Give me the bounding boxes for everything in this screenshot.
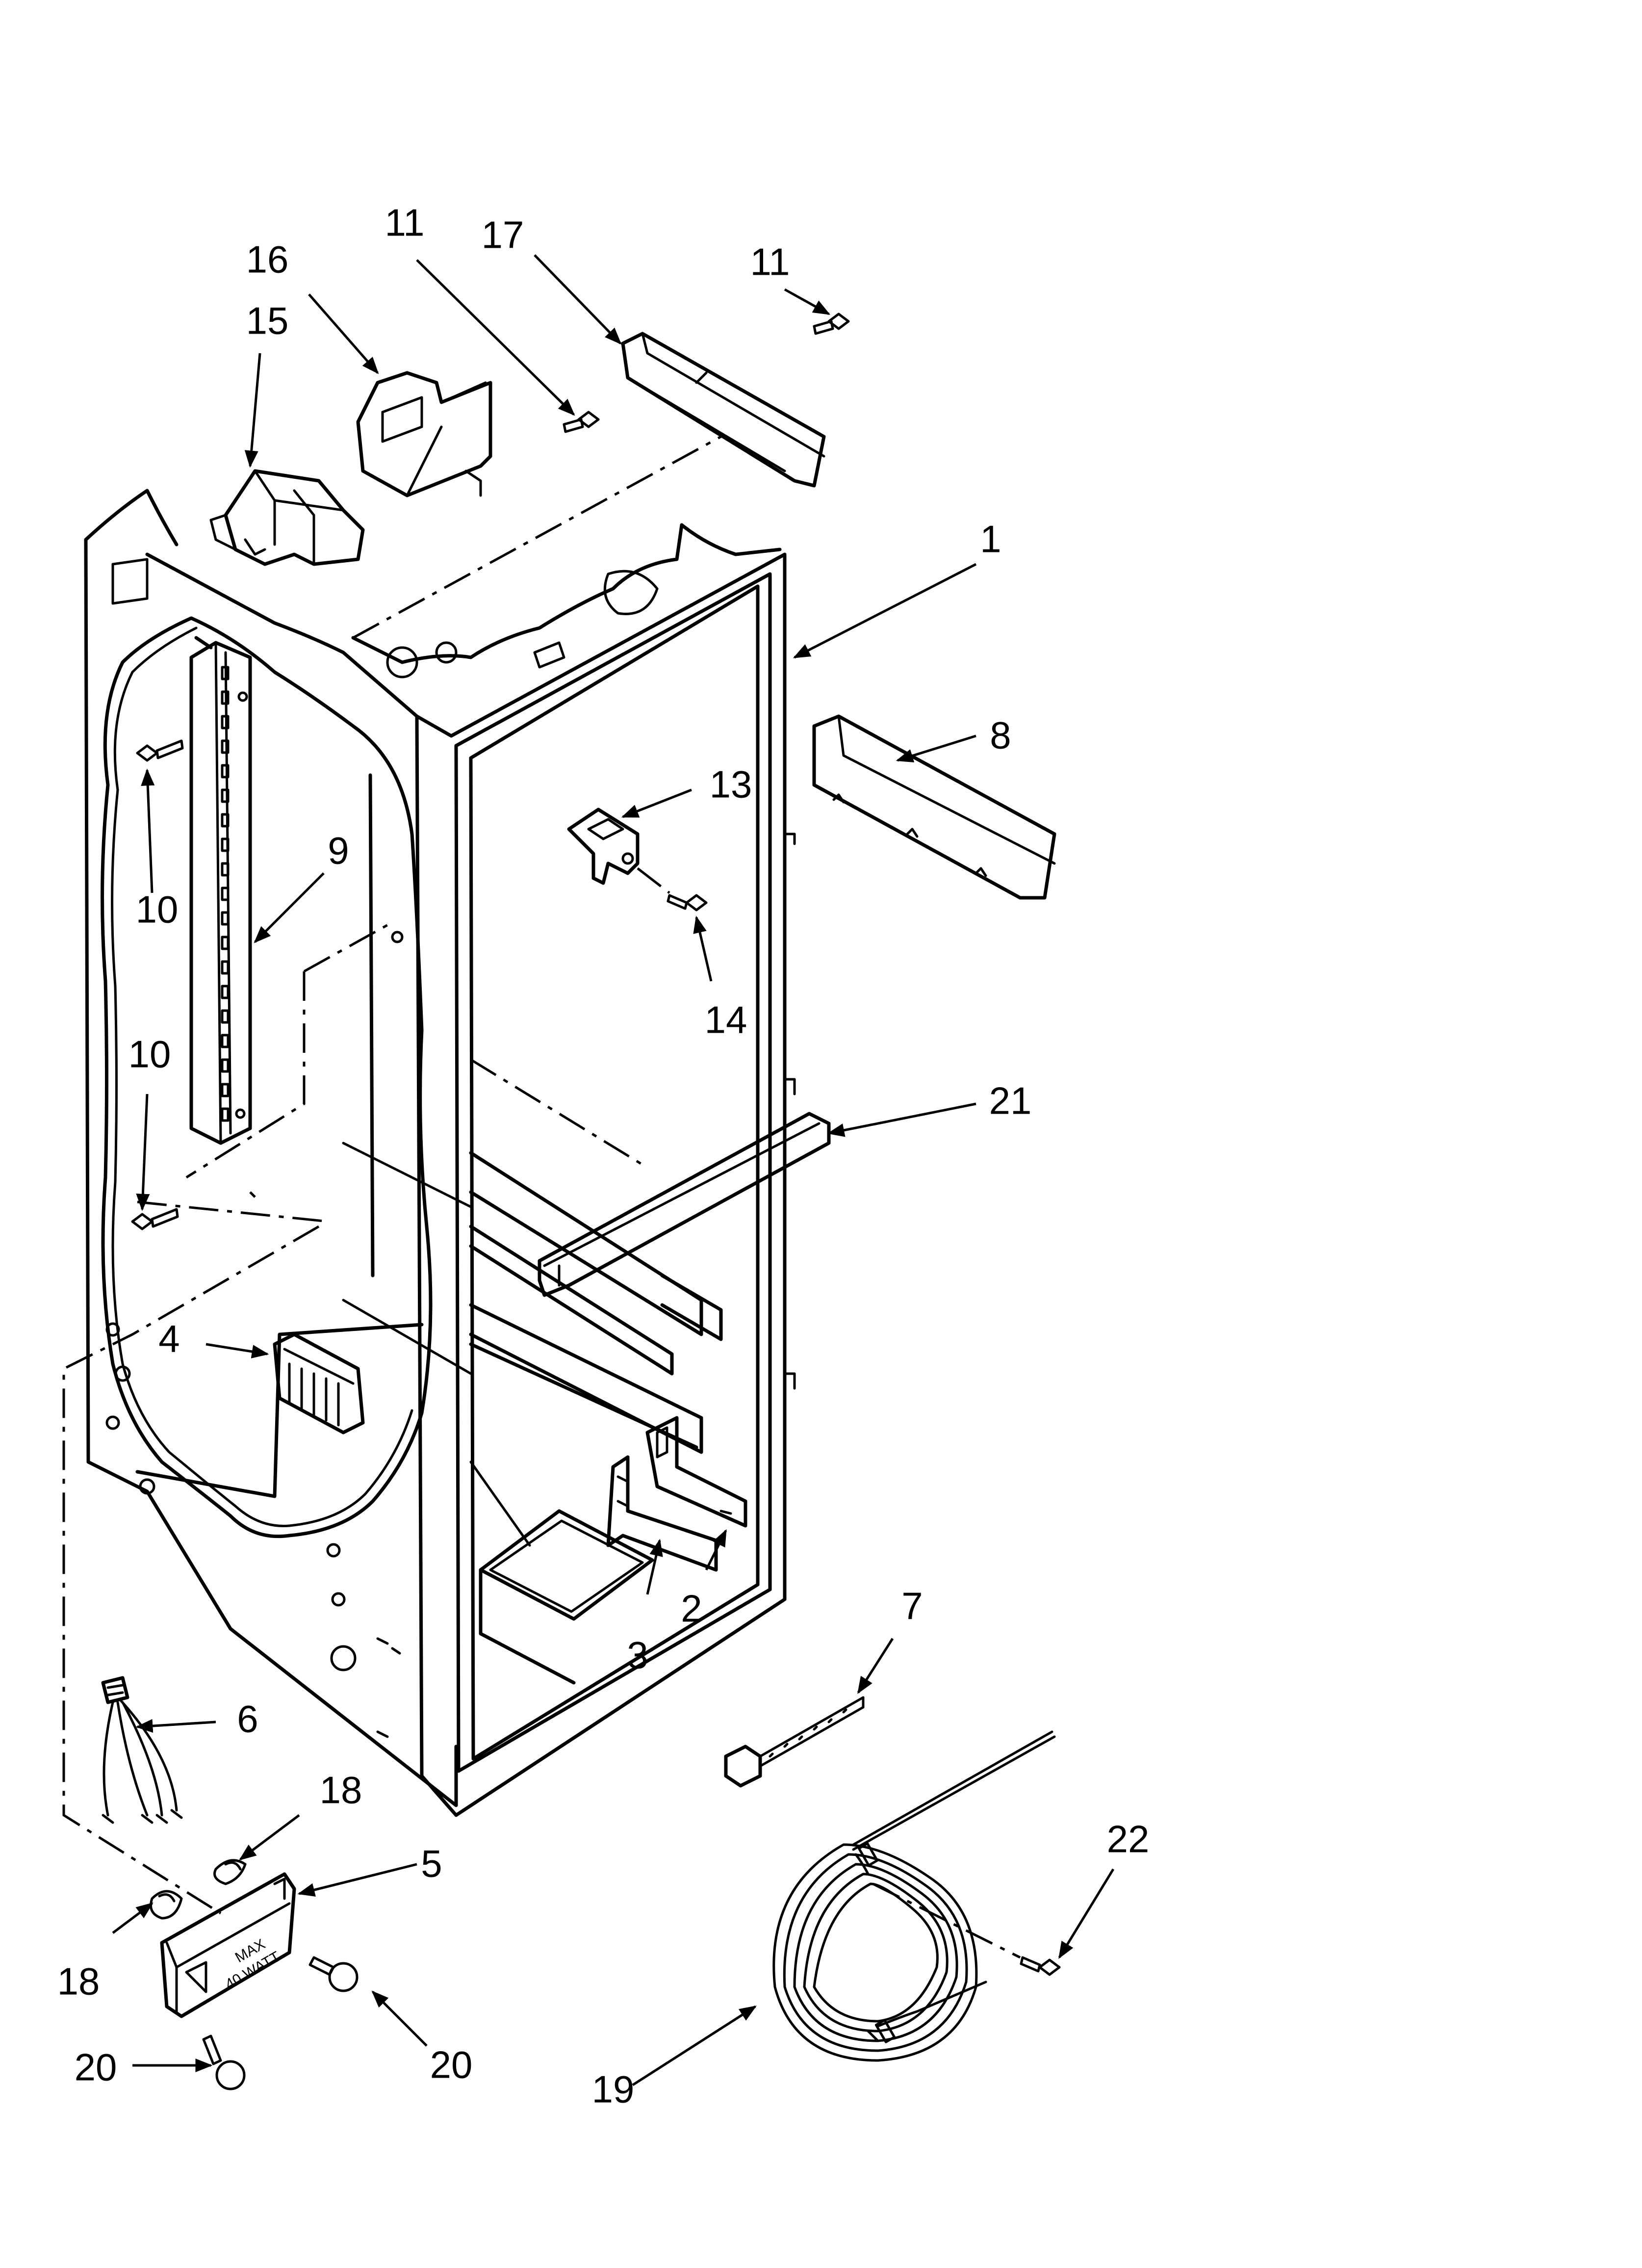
callout-10-lower: 10 xyxy=(128,1033,171,1076)
channel-part-8 xyxy=(812,714,1056,900)
callout-14: 14 xyxy=(705,998,747,1042)
cabinet-liner xyxy=(62,435,796,1915)
callout-21: 21 xyxy=(989,1079,1032,1122)
callout-11-left: 11 xyxy=(385,201,425,244)
callout-labels: 1 2 3 4 5 6 7 8 9 10 10 11 11 13 14 15 1… xyxy=(57,201,1150,2111)
screw-part-11-left xyxy=(563,411,600,433)
tubing-coil-part-19 xyxy=(772,1730,1056,2062)
bracket-part-2 xyxy=(645,1416,747,1528)
callout-5: 5 xyxy=(421,1842,442,1885)
callout-10-upper: 10 xyxy=(136,888,179,931)
callout-7: 7 xyxy=(901,1585,923,1628)
callout-19: 19 xyxy=(592,2068,635,2111)
crossbar-part-21 xyxy=(538,1112,831,1297)
screw-part-22 xyxy=(872,1882,1061,1976)
callout-1: 1 xyxy=(980,518,1001,561)
callout-22: 22 xyxy=(1107,1818,1150,1861)
callout-3: 3 xyxy=(627,1634,648,1677)
push-pin-part-20-right xyxy=(308,1956,359,1992)
bracket-part-3 xyxy=(606,1455,718,1572)
control-housing-part-15 xyxy=(209,469,365,566)
bracket-part-16 xyxy=(356,371,492,497)
top-channel-part-17 xyxy=(621,332,826,488)
callout-13: 13 xyxy=(710,763,752,806)
light-housing-part-5: MAX 40 WATT xyxy=(160,1872,296,2018)
screw-part-10-lower xyxy=(131,1208,179,1230)
vent-grille-part-4 xyxy=(273,1332,365,1434)
callout-18-upper: 18 xyxy=(320,1769,362,1812)
callout-15: 15 xyxy=(246,299,289,342)
callout-6: 6 xyxy=(237,1697,258,1741)
callout-9: 9 xyxy=(328,829,349,872)
callout-4: 4 xyxy=(158,1317,180,1360)
leader-lines xyxy=(112,254,1115,2086)
screw-part-14 xyxy=(637,867,708,912)
screw-part-10-upper xyxy=(136,739,184,762)
callout-17: 17 xyxy=(482,213,524,257)
callout-2: 2 xyxy=(681,1587,702,1630)
screw-part-11-right xyxy=(813,313,850,335)
callout-11-right: 11 xyxy=(750,240,790,284)
cable-tie-part-7 xyxy=(724,1696,865,1788)
callout-20-left: 20 xyxy=(75,2046,117,2089)
wire-harness-part-6 xyxy=(101,1676,183,1824)
callout-18-lower: 18 xyxy=(57,1960,100,2003)
callout-16: 16 xyxy=(246,238,289,281)
callout-8: 8 xyxy=(990,714,1011,757)
clip-part-18-lower xyxy=(150,1890,183,1920)
push-pin-part-20-left xyxy=(202,2034,246,2090)
bracket-part-13 xyxy=(567,808,640,885)
clip-part-18-upper xyxy=(213,1859,247,1885)
shelf-rail-part-9 xyxy=(189,641,404,1145)
callout-20-right: 20 xyxy=(430,2043,473,2086)
